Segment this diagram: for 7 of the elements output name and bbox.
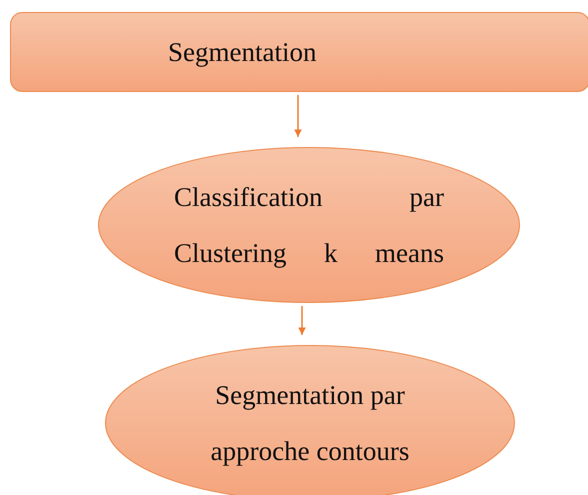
node-label: Segmentation par approche contours: [210, 379, 410, 468]
arrow: [294, 95, 302, 137]
process-ellipse: [98, 147, 520, 303]
node-label: Classification par Clustering k means: [174, 181, 444, 270]
node-label: Segmentation: [168, 36, 318, 69]
process-box: [10, 12, 588, 92]
arrow: [298, 306, 306, 335]
